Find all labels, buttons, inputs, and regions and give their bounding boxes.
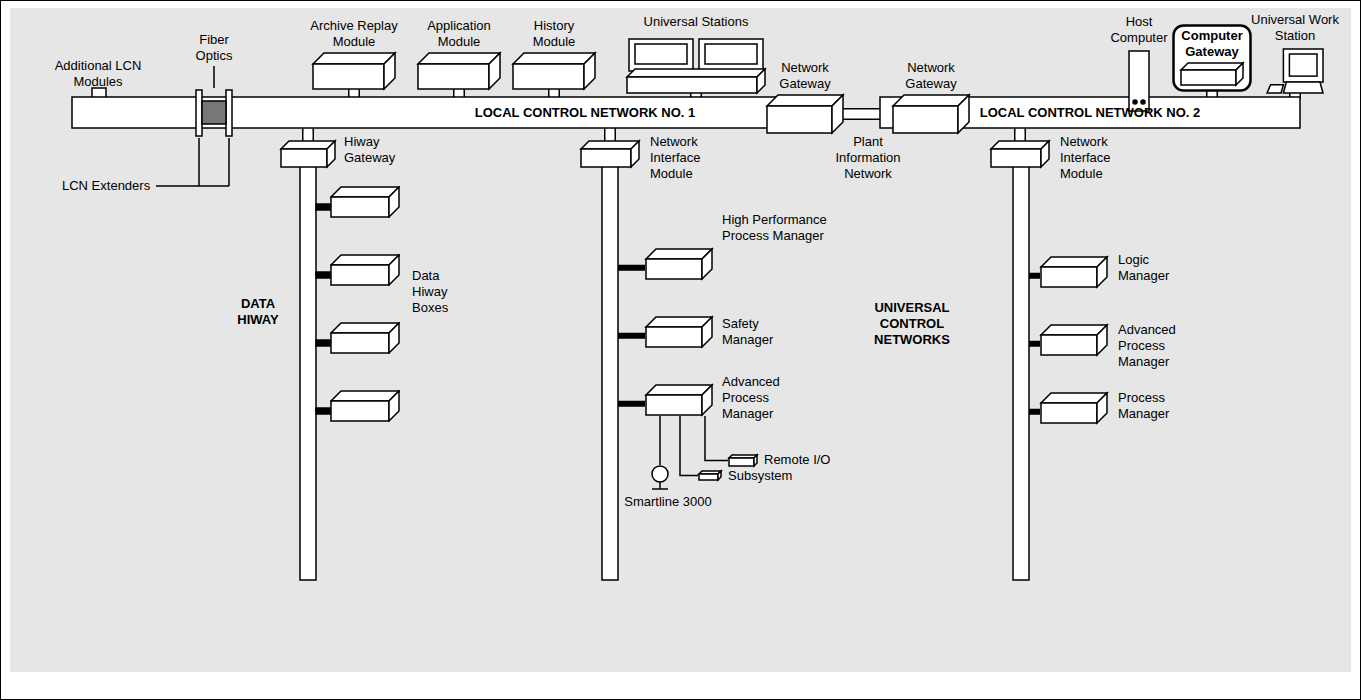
network-gateway: Network Gateway [892, 94, 970, 134]
module-box-icon [312, 52, 396, 90]
network-interface-module: Network Interface Module [990, 140, 1050, 168]
node-label: Network Interface Module [650, 134, 716, 182]
bus-stub [316, 204, 330, 210]
node-label: Safety Manager [722, 316, 784, 348]
annotation-label: Plant Information Network [828, 134, 908, 182]
hiway-gateway: Hiway Gateway [280, 140, 336, 168]
gray-panel [10, 8, 1351, 672]
operator-console: Universal Stations [626, 38, 766, 94]
controller-box-icon [645, 384, 713, 416]
annotation-label: UNIVERSAL CONTROL NETWORKS [862, 300, 962, 348]
bus-stub [316, 272, 330, 278]
node-label: Subsystem [728, 468, 818, 484]
network-connector [660, 416, 661, 465]
transmitter-symbol: Smartline 3000 [650, 465, 670, 491]
node-label: Application Module [416, 18, 502, 50]
module-box: Archive Replay Module [312, 52, 396, 90]
controller-box: Advanced Process Manager [645, 384, 713, 416]
remote-io-box-icon [728, 454, 758, 467]
annotation-label: LCN Extenders [62, 178, 182, 194]
work-station: Universal Work Station [1266, 48, 1324, 94]
controller-box: Logic Manager [1040, 256, 1108, 288]
node-label: Archive Replay Module [304, 18, 404, 50]
node-label: Process Manager [1118, 390, 1180, 422]
ucn-bus [1013, 160, 1029, 580]
lcn-band: LOCAL CONTROL NETWORK NO. 1 [72, 97, 790, 128]
bus-stub [316, 340, 330, 346]
controller-box-icon [645, 316, 713, 348]
connector-stroke [680, 416, 698, 476]
module-box: History Module [512, 52, 596, 90]
operator-console-icon [626, 38, 766, 94]
node-label: Logic Manager [1118, 252, 1178, 284]
network-connector [680, 416, 698, 476]
annotation-label: Fiber Optics [186, 32, 242, 64]
connector-stroke [659, 416, 661, 465]
node-label: Network Gateway [774, 60, 836, 92]
node-label: High Performance Process Manager [722, 212, 828, 244]
node-label: LOCAL CONTROL NETWORK NO. 2 [980, 105, 1201, 121]
data-hiway-box [331, 391, 399, 421]
lcn-band: LOCAL CONTROL NETWORK NO. 2 [880, 97, 1300, 128]
leader-line [213, 66, 215, 88]
remote-io-box: Remote I/O [728, 454, 758, 467]
annotation-label: Data Hiway Boxes [412, 268, 464, 316]
node-label: Universal Stations [616, 14, 776, 30]
controller-box-icon [1040, 324, 1108, 356]
data-hiway-bus [300, 160, 316, 580]
controller-box: High Performance Process Manager [645, 248, 713, 280]
controller-box-icon [1040, 256, 1108, 288]
host-computer: Host Computer [1128, 50, 1150, 112]
fiber-optic-link [202, 101, 226, 124]
controller-box: Process Manager [1040, 392, 1108, 424]
lcn-extender-flange [196, 90, 202, 136]
node-label: Remote I/O [764, 452, 854, 468]
data-hiway-box [331, 255, 399, 285]
subsystem-box: Subsystem [698, 470, 722, 481]
node-label: Host Computer [1106, 14, 1172, 46]
extender-bracket [156, 138, 229, 186]
node-label: Advanced Process Manager [1118, 322, 1190, 370]
transmitter-symbol-icon [650, 465, 670, 491]
data-hiway-box [331, 323, 399, 353]
node-label: History Module [521, 18, 587, 50]
hiway-gateway-icon [280, 140, 336, 168]
network-gateway-icon [892, 94, 970, 134]
controller-box: Safety Manager [645, 316, 713, 348]
lcn-extender-flange [226, 90, 232, 136]
network-interface-module-icon [990, 140, 1050, 168]
ucn-bus [602, 160, 618, 580]
network-interface-module: Network Interface Module [580, 140, 640, 168]
data-hiway-box [331, 187, 399, 217]
node-label: Advanced Process Manager [722, 374, 794, 422]
bus-stub [316, 408, 330, 414]
host-computer-icon [1128, 50, 1150, 112]
network-connector [705, 416, 728, 461]
annotation-label: DATA HIWAY [228, 296, 288, 328]
network-gateway-icon [766, 94, 844, 134]
controller-box-icon [645, 248, 713, 280]
annotation-label: Additional LCN Modules [50, 58, 146, 90]
controller-box: Advanced Process Manager [1040, 324, 1108, 356]
node-label: LOCAL CONTROL NETWORK NO. 1 [475, 105, 696, 121]
computer-gateway: Computer Gateway [1172, 24, 1252, 92]
node-label: Network Gateway [900, 60, 962, 92]
network-gateway: Network Gateway [766, 94, 844, 134]
node-label: Computer Gateway [1174, 28, 1250, 60]
node-label: Universal Work Station [1250, 12, 1340, 44]
subsystem-box-icon [698, 470, 722, 481]
network-interface-module-icon [580, 140, 640, 168]
connector-stroke [705, 416, 728, 461]
lcn-band [72, 97, 790, 128]
node-label: Network Interface Module [1060, 134, 1126, 182]
module-box: Application Module [417, 52, 501, 90]
module-box-icon [512, 52, 596, 90]
work-station-icon [1266, 48, 1324, 94]
controller-box-icon [1040, 392, 1108, 424]
module-box-icon [417, 52, 501, 90]
node-label: Hiway Gateway [344, 134, 404, 166]
node-label: Smartline 3000 [613, 494, 723, 510]
